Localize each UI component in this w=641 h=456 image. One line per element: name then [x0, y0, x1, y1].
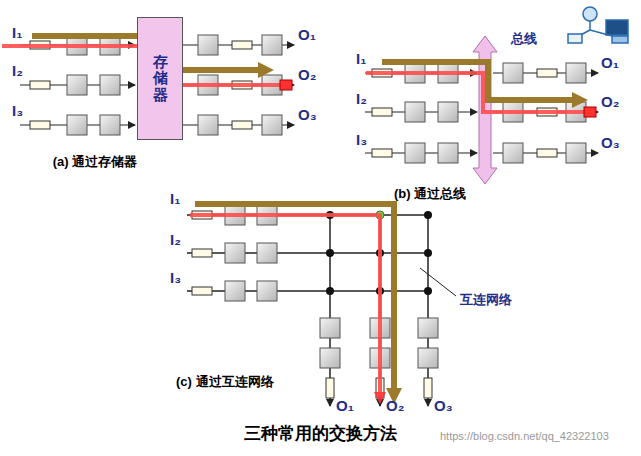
- output-label: O₁: [336, 397, 354, 415]
- input-label: I₁: [356, 50, 366, 68]
- node-text: 存储器: [153, 54, 168, 104]
- input-label: I₃: [170, 269, 181, 287]
- input-label: I₁: [12, 24, 22, 42]
- input-label: I₂: [356, 90, 367, 108]
- network-label: 互连网络: [459, 292, 513, 308]
- subfigure-caption: (b) 通过总线: [394, 186, 466, 202]
- output-label: O₁: [601, 54, 619, 72]
- subfigure-caption: (a) 通过存储器: [53, 154, 138, 170]
- output-label: O₃: [298, 106, 317, 124]
- input-label: I₃: [12, 102, 23, 120]
- input-label: I₃: [356, 131, 367, 149]
- output-label: O₃: [434, 397, 453, 415]
- input-label: I₁: [170, 190, 180, 208]
- output-label: O₁: [298, 26, 316, 44]
- bus-label: 总线: [510, 31, 538, 47]
- output-label: O₂: [601, 93, 619, 111]
- figure-title: 三种常用的交换方法: [244, 424, 397, 444]
- output-label: O₂: [298, 66, 316, 84]
- watermark: https://blog.csdn.net/qq_42322103: [440, 430, 609, 443]
- input-label: I₂: [12, 62, 23, 80]
- input-label: I₂: [170, 231, 181, 249]
- subfigure-caption: (c) 通过互连网络: [176, 374, 274, 390]
- output-label: O₂: [386, 397, 404, 415]
- output-label: O₃: [601, 134, 620, 152]
- memory-box: 存储器: [137, 17, 183, 140]
